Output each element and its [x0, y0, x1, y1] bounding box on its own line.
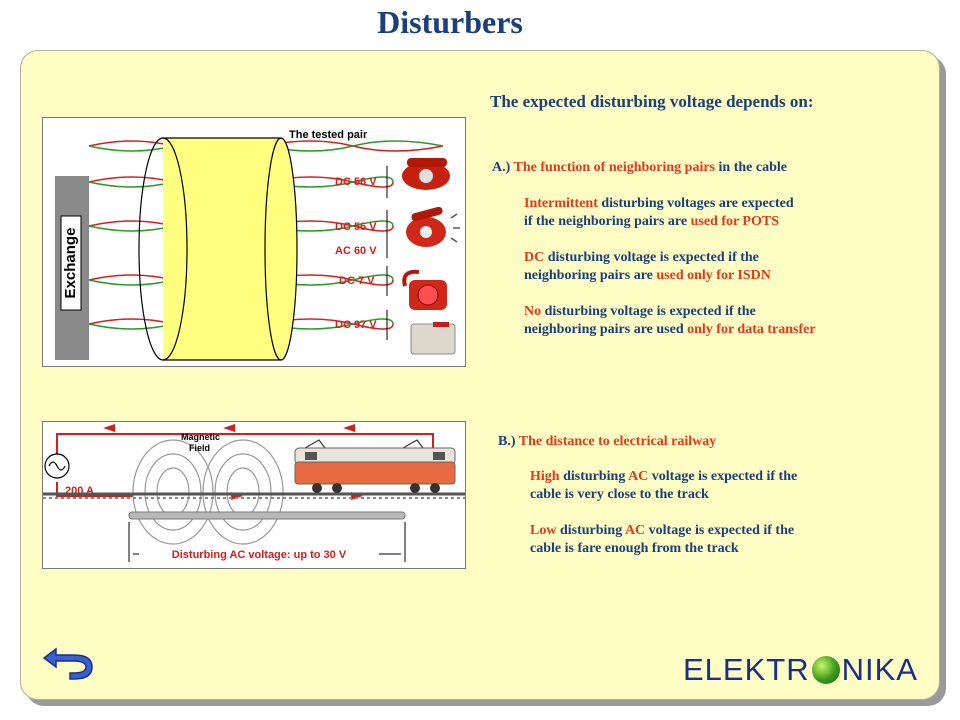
section-heading: The expected disturbing voltage depends … — [490, 92, 814, 111]
back-arrow-icon — [42, 647, 93, 680]
phone-dial-icon — [402, 269, 447, 310]
field-label-1: Magnetic — [181, 432, 220, 442]
cable-body — [163, 138, 281, 360]
ac-wave-icon — [48, 461, 66, 471]
voltage-label: AC 60 V — [335, 245, 377, 257]
voltage-label: DC 97 V — [335, 319, 377, 331]
section-b-item-1: High disturbing AC voltage is expected i… — [530, 469, 798, 502]
cable-end-right — [264, 137, 298, 361]
voltage-label: Disturbing AC voltage: up to 30 V — [172, 549, 347, 561]
buried-cable — [128, 511, 406, 520]
section-a-item-1: Intermittent disturbing voltages are exp… — [524, 196, 794, 229]
elektronika-logo: ELEKTR NIKA — [683, 652, 918, 688]
exchange-label-box — [60, 215, 82, 311]
section-a-title: A.) The function of neighboring pairs in… — [492, 160, 787, 175]
globe-icon — [811, 656, 840, 684]
exchange-label: Exchange — [62, 228, 79, 299]
page-title: Disturbers — [377, 4, 523, 40]
back-button[interactable] — [40, 645, 100, 690]
return-wire — [56, 482, 133, 497]
logo-text-left: ELEKTR — [683, 652, 810, 687]
locomotive-icon — [294, 439, 456, 493]
field-label-2: Field — [189, 443, 210, 453]
voltage-label: DC 56 V — [335, 221, 377, 233]
railway-diagram-svg: 200 A Magnetic Field — [43, 424, 465, 562]
voltage-label: DC 56 V — [335, 176, 377, 188]
voltage-label-bg — [139, 546, 379, 562]
modem-icon — [410, 322, 456, 355]
logo-text-right: NIKA — [841, 652, 918, 687]
cable-diagram-svg: Exchange The tested pair DC 56 V DC 56 V… — [55, 129, 460, 361]
magnetic-field-rings — [132, 439, 284, 545]
section-a-item-3: No disturbing voltage is expected if the… — [524, 304, 816, 337]
section-a-item-2: DC disturbing voltage is expected if the… — [524, 250, 771, 283]
railway-diagram: 200 A Magnetic Field — [42, 421, 466, 569]
phone-ringing-icon — [406, 206, 460, 247]
tested-pair-caption: The tested pair — [289, 129, 368, 141]
section-b-title: B.) The distance to electrical railway — [498, 434, 717, 449]
voltage-label: DC 7 V — [339, 275, 375, 287]
phone-rotary-icon — [402, 158, 450, 190]
section-b-item-2: Low disturbing AC voltage is expected if… — [530, 523, 795, 556]
cable-diagram: Exchange The tested pair DC 56 V DC 56 V… — [42, 117, 466, 367]
